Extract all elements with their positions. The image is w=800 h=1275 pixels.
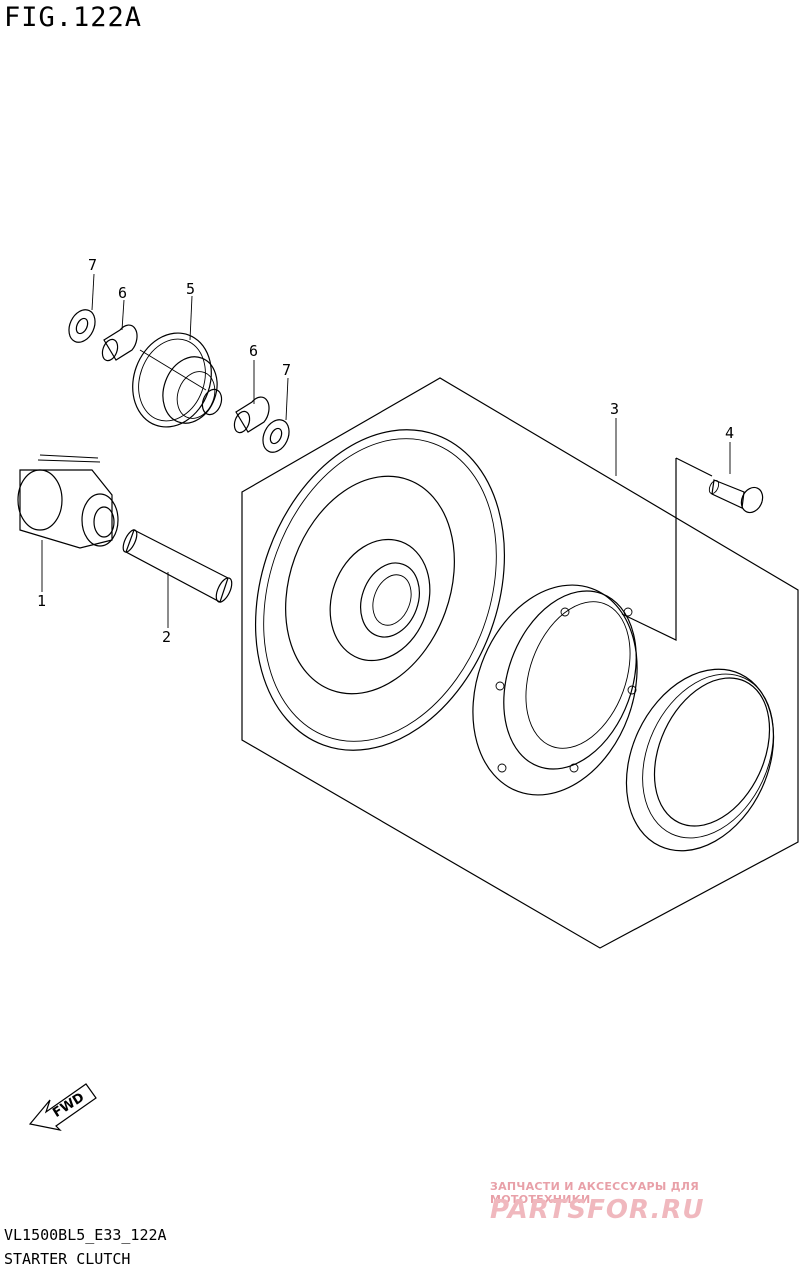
part-4-bracket-line <box>621 457 713 641</box>
callout-7-lower: 7 <box>282 361 291 379</box>
callout-6-lower: 6 <box>249 342 258 360</box>
callout-3: 3 <box>610 400 619 418</box>
part-6-bushing-lower[interactable] <box>232 396 270 435</box>
watermark-subtitle: ЗАПЧАСТИ И АКСЕССУАРЫ ДЛЯ МОТОТЕХНИКИ <box>490 1180 700 1206</box>
callout-5: 5 <box>186 280 195 298</box>
callout-7-upper: 7 <box>88 256 97 274</box>
leader-7a <box>91 273 95 311</box>
leader-6a <box>121 299 125 331</box>
part-1-starter-gear[interactable] <box>17 454 119 549</box>
figure-code: VL1500BL5_E33_122A <box>4 1226 167 1244</box>
figure-title: FIG.122A <box>4 2 143 33</box>
leader-5 <box>189 295 193 341</box>
callout-1: 1 <box>37 592 46 610</box>
figure-name: STARTER CLUTCH <box>4 1250 131 1268</box>
part-3-clutch-housing[interactable] <box>445 562 665 818</box>
callout-2: 2 <box>162 628 171 646</box>
part-3-starter-clutch-gear[interactable] <box>213 395 548 786</box>
fwd-arrow-icon: FWD <box>28 1083 97 1131</box>
part-7-washer-upper[interactable] <box>64 306 100 347</box>
assembly-boundary <box>241 377 799 949</box>
part-4-bolt[interactable] <box>707 479 766 516</box>
callout-4: 4 <box>725 424 734 442</box>
part-7-washer-lower[interactable] <box>258 416 294 457</box>
leader-7b <box>285 377 289 421</box>
part-2-shaft[interactable] <box>120 528 235 604</box>
callout-6-upper: 6 <box>118 284 127 302</box>
part-5-idle-gear[interactable] <box>120 322 226 438</box>
watermark-logo: PARTSFOR.RU <box>490 1195 705 1225</box>
one-way-clutch-cage[interactable] <box>598 645 800 875</box>
part-6-bushing-upper[interactable] <box>100 324 138 363</box>
